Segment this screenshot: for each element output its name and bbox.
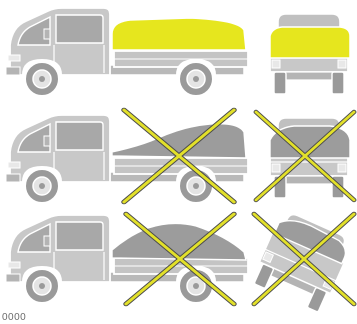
load-correct: [112, 18, 246, 50]
load-correct-rear: [270, 27, 350, 58]
load-incorrect: [112, 223, 246, 260]
row-unbalanced-load: [6, 209, 354, 314]
row-overhanging-load: [6, 110, 354, 203]
reference-code: 0000: [2, 312, 26, 324]
row-correct-load: [6, 8, 350, 96]
